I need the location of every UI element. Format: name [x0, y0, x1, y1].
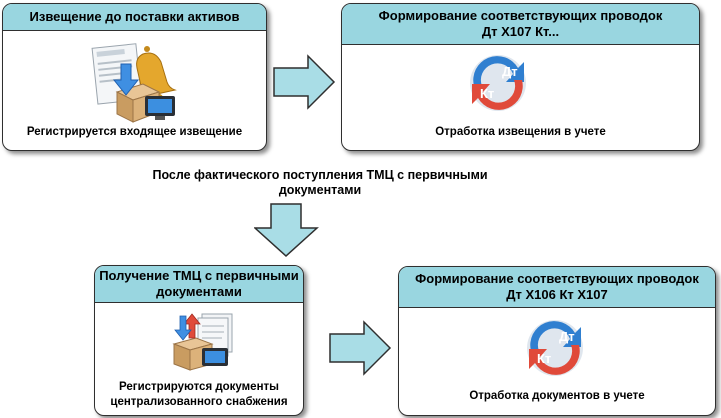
step-box-notice-postings: Формирование соответствующих проводок Дт… — [341, 3, 700, 151]
step-caption: Отработка извещения в учете — [342, 125, 699, 140]
credit-label: Кт — [480, 86, 494, 101]
step-header: Формирование соответствующих проводок Дт… — [342, 4, 699, 45]
debit-label: Дт — [502, 64, 518, 79]
step-caption-text: Регистрируется входящее извещение — [26, 126, 243, 138]
step-header-line2: Дт Х107 Кт... — [481, 24, 560, 39]
step-header: Формирование соответствующих проводок Дт… — [399, 267, 715, 308]
debit-credit-icon: Дт Кт — [527, 320, 583, 376]
down-arrow-icon — [254, 203, 319, 258]
right-arrow-icon — [273, 54, 336, 110]
step-header-line2: документами — [156, 284, 242, 299]
step-header: Получение ТМЦ с первичными документами — [95, 266, 303, 303]
step-header-line1: Формирование соответствующих проводок — [378, 8, 663, 23]
step-caption: Регистрируется входящее извещение — [3, 125, 266, 140]
step-caption: Регистрируются документы централизованно… — [95, 380, 303, 410]
step-header-line1: Получение ТМЦ с первичными — [99, 268, 299, 283]
middle-note-line2: документами — [278, 183, 362, 197]
middle-note-line1: После фактического поступления ТМЦ с пер… — [152, 168, 488, 182]
step-header-text: Извещение до поставки активов — [29, 9, 240, 24]
step-header: Извещение до поставки активов — [3, 4, 266, 31]
step-caption: Отработка документов в учете — [399, 389, 715, 404]
step-header-line2: Дт Х106 Кт Х107 — [506, 287, 608, 302]
step-box-document-postings: Формирование соответствующих проводок Дт… — [398, 266, 716, 416]
credit-label: Кт — [537, 351, 551, 366]
debit-credit-icon: Дт Кт — [470, 55, 526, 111]
step-header-line1: Формирование соответствующих проводок — [415, 271, 699, 286]
debit-label: Дт — [559, 329, 575, 344]
step-caption-line2: централизованного снабжения — [110, 396, 288, 408]
step-caption-line1: Регистрируются документы — [119, 381, 279, 393]
middle-note: После фактического поступления ТМЦ с пер… — [120, 168, 520, 198]
right-arrow-icon — [329, 320, 392, 376]
documents-box-icon — [172, 313, 233, 371]
step-box-receipt: Получение ТМЦ с первичными документами Р… — [94, 265, 304, 416]
notice-box-bell-icon — [91, 43, 177, 123]
step-box-advance-notice: Извещение до поставки активов Регистриру… — [2, 3, 267, 151]
step-caption-text: Отработка документов в учете — [469, 390, 645, 402]
step-caption-text: Отработка извещения в учете — [435, 126, 606, 138]
